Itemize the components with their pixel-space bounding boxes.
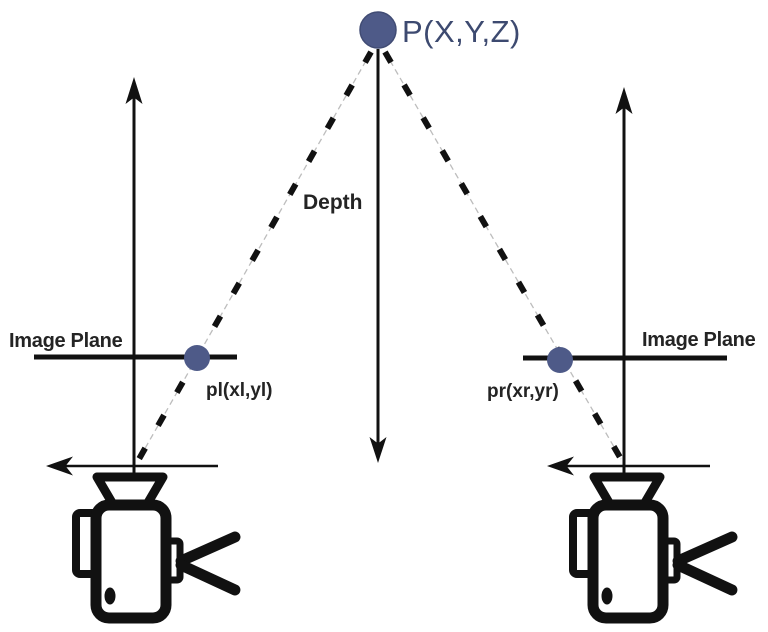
left-camera-frame [34, 77, 237, 502]
right-camera-icon [573, 477, 732, 618]
left-projection-point [184, 345, 210, 371]
right-image-plane-label: Image Plane [642, 329, 756, 351]
world-point-P [359, 11, 397, 49]
left-image-plane-label: Image Plane [9, 330, 123, 352]
point-P-label: P(X,Y,Z) [402, 14, 521, 49]
right-ray-dashes [382, 50, 624, 461]
left-arrowhead-icon [46, 456, 73, 476]
up-arrowhead-icon [125, 77, 143, 104]
left-projection-ray [136, 50, 374, 461]
right-projection-ray [382, 50, 624, 461]
up-arrowhead-icon [615, 87, 633, 114]
right-camera-frame [523, 87, 727, 502]
left-ray-dashes [136, 50, 374, 461]
depth-axis [369, 49, 387, 463]
depth-label: Depth [303, 191, 363, 214]
right-projection-point [547, 347, 573, 373]
left-camera-icon [76, 477, 235, 618]
down-arrowhead-icon [369, 437, 387, 463]
left-projection-label: pl(xl,yl) [206, 380, 273, 401]
right-projection-label: pr(xr,yr) [487, 381, 559, 402]
left-arrowhead-icon [547, 456, 574, 476]
